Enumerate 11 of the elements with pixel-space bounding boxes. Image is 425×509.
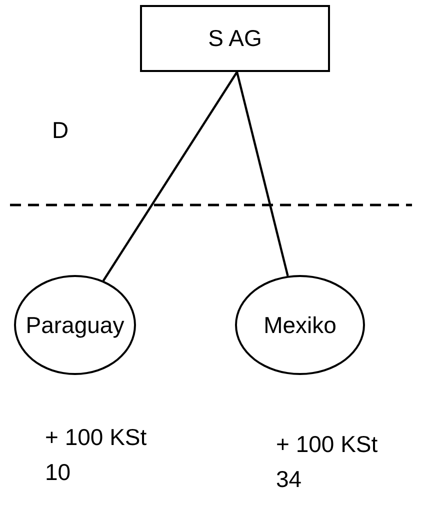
company-box [140,5,330,72]
connector-line [102,71,238,282]
node-label: Paraguay [26,312,124,338]
country-ellipse [14,275,136,375]
node-annotation: + 100 KSt 34 [276,430,379,494]
node-annotation: + 100 KSt 10 [45,423,148,487]
node-label: S AG [208,25,262,52]
region-label: D [52,117,69,144]
connector-line [236,72,289,276]
country-ellipse [235,275,365,375]
node-label: Mexiko [264,312,336,338]
